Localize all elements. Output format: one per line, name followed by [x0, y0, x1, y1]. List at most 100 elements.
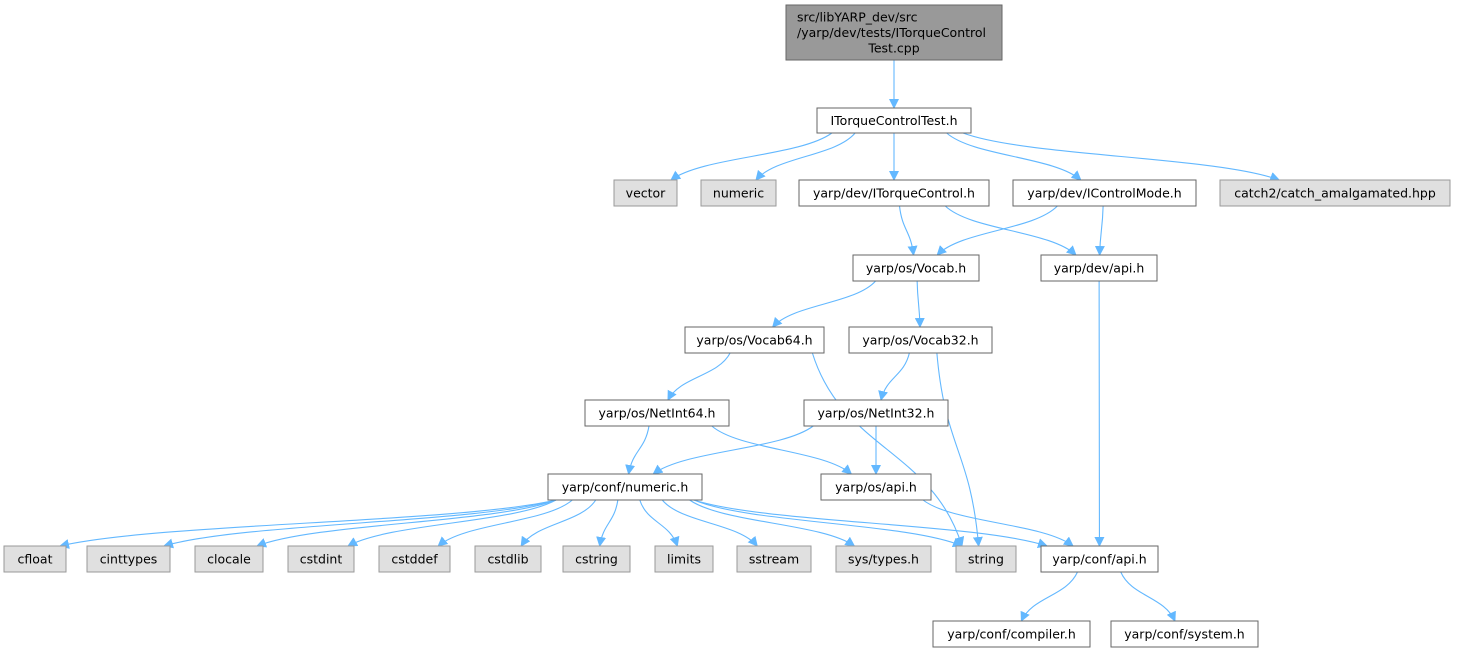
- node-label: string: [968, 552, 1004, 567]
- edge-vocab32_h-to-netint32_h: [878, 352, 910, 401]
- node-limits: limits: [654, 545, 714, 573]
- node-cstring: cstring: [562, 545, 631, 573]
- edge-icontrolmode_h-to-vocab_h: [936, 205, 1058, 256]
- node-label: cstdint: [300, 552, 343, 567]
- node-label: cstring: [575, 552, 618, 567]
- edge-itc_test_h-to-catch2: [962, 132, 1281, 182]
- edge-conf_numeric_h-to-limits: [639, 499, 680, 547]
- node-box: [700, 179, 777, 207]
- node-netint32-h[interactable]: yarp/os/NetInt32.h: [803, 399, 949, 427]
- node-label: vector: [626, 186, 667, 201]
- node-label: /yarp/dev/tests/ITorqueControl: [797, 25, 986, 40]
- node-box: [3, 545, 67, 573]
- edge-conf_numeric_h-to-sys_types_h: [689, 499, 856, 547]
- edge-itorquecontrol_h-to-dev_api_h: [944, 205, 1077, 256]
- node-box: [684, 326, 825, 354]
- node-box: [816, 107, 972, 134]
- node-itorquecontrol-h[interactable]: yarp/dev/ITorqueControl.h: [798, 179, 990, 207]
- node-box: [613, 179, 678, 207]
- node-label: catch2/catch_amalgamated.hpp: [1234, 186, 1436, 201]
- node-system-h[interactable]: yarp/conf/system.h: [1110, 620, 1259, 648]
- edge-conf_numeric_h-to-cstddef: [437, 499, 573, 547]
- node-box: [1040, 545, 1159, 573]
- node-string: string: [955, 545, 1017, 573]
- node-sstream: sstream: [736, 545, 812, 573]
- node-box: [1219, 179, 1451, 207]
- node-cinttypes: cinttypes: [86, 545, 171, 573]
- node-sys-types-h: sys/types.h: [835, 545, 932, 573]
- node-box: [820, 473, 932, 501]
- edge-conf_numeric_h-to-sstream: [661, 499, 758, 547]
- node-label: cstdlib: [487, 552, 528, 567]
- node-label: ITorqueControlTest.h: [830, 113, 957, 128]
- node-box: [955, 545, 1017, 573]
- node-label: yarp/dev/api.h: [1054, 261, 1145, 276]
- edge-vocab_h-to-vocab32_h: [914, 280, 925, 328]
- node-conf-numeric-h[interactable]: yarp/conf/numeric.h: [547, 473, 703, 501]
- edge-itc_test_h-to-numeric: [755, 132, 856, 181]
- node-box: [378, 545, 451, 573]
- node-netint64-h[interactable]: yarp/os/NetInt64.h: [584, 399, 730, 427]
- node-cstdlib: cstdlib: [474, 545, 542, 573]
- node-label: yarp/os/api.h: [835, 480, 917, 495]
- node-box: [798, 179, 990, 207]
- node-box: [736, 545, 812, 573]
- node-label: yarp/conf/system.h: [1124, 627, 1244, 642]
- edge-vocab_h-to-vocab64_h: [772, 280, 877, 328]
- node-vocab64-h[interactable]: yarp/os/Vocab64.h: [684, 326, 825, 354]
- node-box: [562, 545, 631, 573]
- edge-conf_api_h-to-compiler_h: [1020, 571, 1078, 622]
- node-catch2: catch2/catch_amalgamated.hpp: [1219, 179, 1451, 207]
- node-label: yarp/dev/ITorqueControl.h: [813, 186, 975, 201]
- node-conf-api-h[interactable]: yarp/conf/api.h: [1040, 545, 1159, 573]
- node-vocab-h[interactable]: yarp/os/Vocab.h: [852, 254, 980, 282]
- node-label: sys/types.h: [848, 552, 919, 567]
- node-os-api-h[interactable]: yarp/os/api.h: [820, 473, 932, 501]
- node-box: [194, 545, 264, 573]
- node-box: [584, 399, 730, 427]
- edge-conf_numeric_h-to-cstdlib: [520, 499, 597, 547]
- edge-vocab64_h-to-string: [811, 352, 965, 547]
- node-box: [1012, 179, 1197, 207]
- node-label: yarp/os/Vocab32.h: [862, 333, 978, 348]
- node-cfloat: cfloat: [3, 545, 67, 573]
- edge-vocab64_h-to-netint64_h: [667, 352, 731, 401]
- node-label: yarp/os/NetInt32.h: [818, 406, 935, 421]
- edge-itc_test_h-to-vector: [670, 132, 833, 181]
- node-label: clocale: [207, 552, 251, 567]
- node-box: [835, 545, 932, 573]
- edge-conf_api_h-to-system_h: [1120, 571, 1176, 622]
- node-label: yarp/os/Vocab.h: [866, 261, 966, 276]
- node-icontrolmode-h[interactable]: yarp/dev/IControlMode.h: [1012, 179, 1197, 207]
- node-label: limits: [667, 552, 701, 567]
- edges: [59, 60, 1281, 622]
- node-box: [547, 473, 703, 501]
- edge-os_api_h-to-conf_api_h: [922, 499, 1074, 547]
- nodes: src/libYARP_dev/src/yarp/dev/tests/ITorq…: [3, 4, 1451, 648]
- node-itc-test-h[interactable]: ITorqueControlTest.h: [816, 107, 972, 134]
- node-label: yarp/os/Vocab64.h: [696, 333, 812, 348]
- node-box: [932, 620, 1091, 648]
- edge-conf_numeric_h-to-clocale: [256, 499, 557, 548]
- node-label: cfloat: [18, 552, 53, 567]
- node-box: [1040, 254, 1158, 282]
- node-box: [86, 545, 171, 573]
- node-clocale: clocale: [194, 545, 264, 573]
- edge-conf_numeric_h-to-cstdint: [347, 499, 557, 547]
- node-label: yarp/conf/compiler.h: [947, 627, 1076, 642]
- node-box: [287, 545, 355, 573]
- edge-netint32_h-to-conf_numeric_h: [652, 425, 814, 475]
- edge-vocab32_h-to-string: [936, 352, 983, 547]
- node-vector: vector: [613, 179, 678, 207]
- node-label: numeric: [713, 186, 764, 201]
- node-label: cstddef: [391, 552, 438, 567]
- node-dev-api-h[interactable]: yarp/dev/api.h: [1040, 254, 1158, 282]
- node-cstdint: cstdint: [287, 545, 355, 573]
- node-label: Test.cpp: [867, 41, 919, 56]
- node-vocab32-h[interactable]: yarp/os/Vocab32.h: [848, 326, 993, 354]
- edge-icontrolmode_h-to-dev_api_h: [1094, 205, 1105, 256]
- node-compiler-h[interactable]: yarp/conf/compiler.h: [932, 620, 1091, 648]
- node-label: yarp/conf/numeric.h: [562, 480, 689, 495]
- node-label: src/libYARP_dev/src: [797, 10, 918, 25]
